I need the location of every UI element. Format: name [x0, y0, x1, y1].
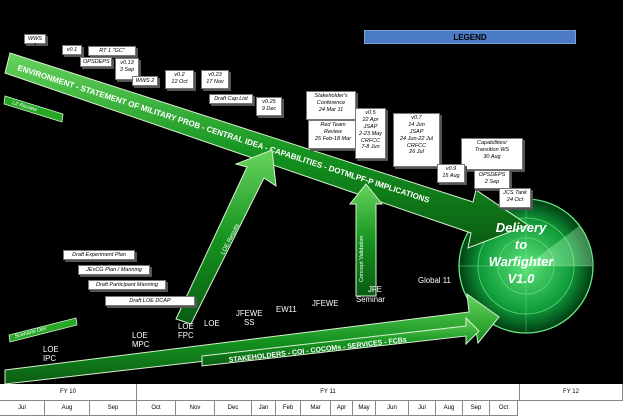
- top-note: v0.5 22 Apr JSAP 2-23 May CRFCC 7-8 Jun: [355, 108, 386, 159]
- main-process-arrow: ENVIRONMENT - STATEMENT OF MILITARY PROB…: [4, 52, 530, 249]
- left-note: JExCG Plan / Manning: [78, 265, 150, 275]
- month-cell: Nov: [176, 401, 215, 416]
- bottom-exercise-arrow: [4, 292, 500, 385]
- fy11-header: FY 11: [137, 384, 520, 401]
- top-note: v0.9 15 Aug: [437, 164, 465, 183]
- top-note: WWS 2: [132, 76, 158, 86]
- left-note: Draft Experiment Plan: [63, 250, 135, 260]
- top-note: RT 1 "GC": [88, 46, 136, 56]
- month-cell: Jan: [252, 401, 276, 416]
- side-labels: Lit Review Scenario Dev: [3, 95, 78, 343]
- fy10-header: FY 10: [0, 384, 137, 401]
- month-cell: Aug: [436, 401, 463, 416]
- month-cell: Sep: [463, 401, 490, 416]
- month-cell: May: [353, 401, 376, 416]
- legend-bar: LEGEND: [364, 30, 576, 44]
- fy12-header: FY 12: [520, 384, 623, 401]
- top-note: v0.25 9 Dec: [256, 97, 282, 116]
- month-cell: Mar: [301, 401, 331, 416]
- top-note: v0.2 12 Oct: [165, 70, 194, 89]
- left-note: Draft LOE DCAP: [105, 296, 195, 306]
- upward-arrow-2: Concept Validation: [348, 183, 384, 297]
- top-note: Capabilities/ Transition WS 30 Aug: [461, 138, 523, 170]
- month-cell: Apr: [331, 401, 353, 416]
- left-note: Draft Participant Manning: [88, 280, 166, 290]
- month-cell: Sep: [90, 401, 137, 416]
- month-cell: Jun: [376, 401, 409, 416]
- month-cell: Oct: [137, 401, 176, 416]
- top-note: v0.7 14 Jun JSAP 24 Jun-22 Jul CRFCC 26 …: [393, 113, 440, 167]
- global-11-label: Global 11: [418, 276, 451, 285]
- top-note: JCS Tank 24 Oct: [499, 188, 531, 208]
- top-note: v0.13 3 Sep: [115, 58, 139, 80]
- top-note: Draft Cap List: [209, 94, 253, 104]
- jfewe-label: JFEWE: [312, 299, 338, 308]
- ew11-label: EW11: [276, 305, 297, 314]
- top-note: Red Team Review 25 Feb-18 Mar: [308, 120, 358, 149]
- top-note: v0.23 17 Nov: [201, 70, 229, 89]
- top-note: Stakeholder's Conference 24 Mar 11: [306, 91, 356, 120]
- month-cell: Oct: [490, 401, 518, 416]
- month-cell: Aug: [45, 401, 90, 416]
- upward-arrow-2-label: Concept Validation: [359, 235, 365, 282]
- top-note: WWS 1: [24, 34, 46, 49]
- month-cell: Jul: [409, 401, 436, 416]
- month-cell: Dec: [215, 401, 252, 416]
- month-cell: Jul: [0, 401, 45, 416]
- month-cell: Feb: [276, 401, 301, 416]
- top-note: v0.1: [62, 45, 82, 55]
- top-note: OPSDEPS 2 Sep: [474, 170, 510, 189]
- top-note: OPSDEPS: [80, 57, 112, 67]
- loe-label: LOE: [204, 319, 220, 328]
